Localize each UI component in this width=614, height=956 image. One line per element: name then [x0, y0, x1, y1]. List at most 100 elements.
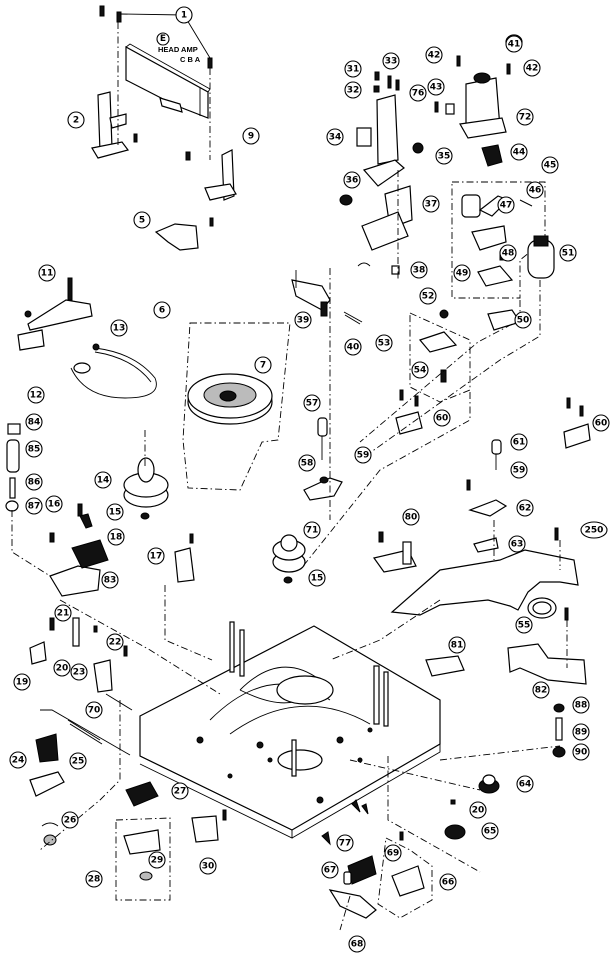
parts-24-26 — [29, 733, 65, 846]
callout-33: 33 — [382, 52, 400, 70]
callout-circle — [344, 60, 362, 78]
callout-250: 250 — [580, 521, 608, 539]
callout-circle — [303, 521, 321, 539]
callout-5: 5 — [133, 211, 151, 229]
callout-19: 19 — [13, 673, 31, 691]
callout-label: 57 — [306, 399, 319, 409]
callout-label: 60 — [595, 419, 608, 429]
callout-label: 20 — [472, 806, 485, 816]
callout-label: 68 — [351, 940, 364, 950]
callout-label: 84 — [28, 418, 41, 428]
callout-label: 72 — [519, 113, 532, 123]
callout-circle — [308, 569, 326, 587]
callout-circle — [94, 471, 112, 489]
callout-label: 59 — [513, 466, 526, 476]
callout-label: 23 — [73, 668, 86, 678]
callout-36: 36 — [343, 171, 361, 189]
callout-label: 86 — [28, 478, 41, 488]
callout-label: 19 — [16, 678, 29, 688]
callout-90: 90 — [572, 743, 590, 761]
parts-35-36-37 — [339, 142, 424, 275]
callout-label: 65 — [484, 827, 497, 837]
pinch-arm-72 — [434, 34, 523, 139]
callout-47: 47 — [497, 196, 515, 214]
callout-76: 76 — [409, 84, 427, 102]
callout-circle — [526, 181, 544, 199]
callout-label: 21 — [57, 609, 70, 619]
callout-49: 49 — [453, 264, 471, 282]
callout-70: 70 — [85, 701, 103, 719]
callout-label: 77 — [339, 839, 352, 849]
gear-64 — [478, 774, 500, 794]
drum-assembly-6 — [182, 322, 291, 491]
callout-label: 47 — [500, 201, 513, 211]
callout-circle — [133, 211, 151, 229]
callout-55: 55 — [515, 616, 533, 634]
callout-circle — [110, 319, 128, 337]
callout-69: 69 — [384, 844, 402, 862]
callout-label: 13 — [113, 324, 126, 334]
callout-label: 41 — [508, 40, 521, 50]
callout-circle — [106, 503, 124, 521]
callout-circle — [425, 46, 443, 64]
callout-label: 7 — [260, 361, 266, 371]
callout-label: 60 — [436, 414, 449, 424]
callout-87: 87 — [25, 497, 43, 515]
callout-circle — [505, 35, 523, 53]
callout-circle — [343, 171, 361, 189]
callout-circle — [153, 301, 171, 319]
callout-circle — [516, 775, 534, 793]
callout-circle — [294, 311, 312, 329]
callout-1: 1 — [175, 6, 193, 24]
callout-circle — [67, 111, 85, 129]
callout-label: 66 — [442, 878, 455, 888]
callout-circle — [469, 801, 487, 819]
board-ref-label: E — [160, 34, 166, 44]
callout-label: 70 — [88, 706, 101, 716]
callout-label: 76 — [412, 89, 425, 99]
callout-label: 67 — [324, 866, 337, 876]
callout-circle — [433, 409, 451, 427]
callout-42: 42 — [523, 59, 541, 77]
callout-circle — [106, 633, 124, 651]
callout-46: 46 — [526, 181, 544, 199]
callout-circle — [326, 128, 344, 146]
callout-label: 81 — [451, 641, 464, 651]
callout-circle — [69, 752, 87, 770]
callout-label: 25 — [72, 757, 85, 767]
callout-circle — [427, 78, 445, 96]
callout-circle — [419, 287, 437, 305]
parts-27-29 — [115, 781, 227, 901]
callout-45: 45 — [541, 156, 559, 174]
callout-label: 62 — [519, 504, 532, 514]
callout-59: 59 — [510, 461, 528, 479]
callout-circle — [410, 261, 428, 279]
callout-37: 37 — [422, 195, 440, 213]
callout-label: 15 — [311, 574, 324, 584]
callout-circle — [107, 528, 125, 546]
callout-label: 9 — [248, 132, 254, 142]
callout-15: 15 — [308, 569, 326, 587]
callout-72: 72 — [516, 108, 534, 126]
callout-label: 43 — [430, 83, 443, 93]
callout-81: 81 — [448, 636, 466, 654]
callout-circle — [439, 873, 457, 891]
reel-idler-assembly-45 — [451, 144, 555, 331]
callout-circle — [101, 571, 119, 589]
lever-39 — [291, 270, 363, 325]
callout-60: 60 — [592, 414, 610, 432]
callout-label: 83 — [104, 576, 117, 586]
callout-circle — [70, 663, 88, 681]
callout-59: 59 — [354, 446, 372, 464]
callout-circle — [148, 851, 166, 869]
callout-24: 24 — [9, 751, 27, 769]
callout-68: 68 — [348, 935, 366, 953]
callout-31: 31 — [344, 60, 362, 78]
callout-35: 35 — [435, 147, 453, 165]
callout-82: 82 — [532, 681, 550, 699]
callout-51: 51 — [559, 244, 577, 262]
callout-label: 31 — [347, 65, 360, 75]
callout-34: 34 — [326, 128, 344, 146]
callout-label: 64 — [519, 780, 532, 790]
